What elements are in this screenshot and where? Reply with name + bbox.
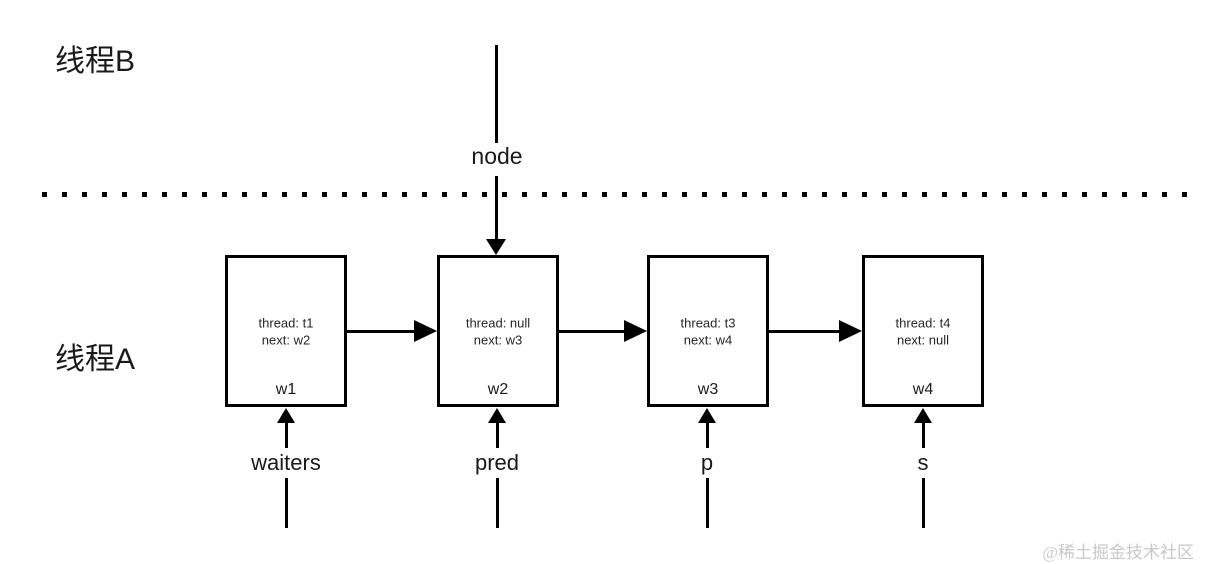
thread-a-label: 线程A: [55, 343, 136, 376]
right-arrowhead-icon: [414, 320, 437, 342]
node-fields: thread: t1 next: w2: [228, 315, 344, 349]
pointer-waiters: waiters: [226, 408, 346, 528]
pointer-p: p: [647, 408, 767, 528]
pointer-line: [284, 423, 288, 448]
node-box-w3: thread: t3 next: w4 w3: [647, 255, 769, 407]
thread-b-label: 线程B: [55, 45, 136, 78]
pointer-pred: pred: [437, 408, 557, 528]
node-name: w1: [275, 381, 297, 398]
up-arrowhead-icon: [914, 408, 932, 423]
thread-field: thread: t4: [895, 315, 951, 331]
node-box-w2: thread: null next: w3 w2: [437, 255, 559, 407]
right-arrowhead-icon: [839, 320, 862, 342]
pointer-line: [495, 478, 499, 528]
link-arrow-line-w2-w3: [559, 330, 625, 333]
down-arrowhead-icon: [486, 239, 506, 255]
pointer-s: s: [863, 408, 983, 528]
node-box-w1: thread: t1 next: w2 w1: [225, 255, 347, 407]
pointer-label: s: [917, 450, 929, 475]
right-arrowhead-icon: [624, 320, 647, 342]
link-arrow-line-w1-w2: [347, 330, 415, 333]
up-arrowhead-icon: [277, 408, 295, 423]
next-field: next: w2: [261, 332, 311, 348]
pointer-label: p: [700, 450, 714, 475]
up-arrowhead-icon: [488, 408, 506, 423]
next-field: next: w4: [683, 332, 733, 348]
up-arrowhead-icon: [698, 408, 716, 423]
thread-field: thread: t1: [258, 315, 314, 331]
node-box-w4: thread: t4 next: null w4: [862, 255, 984, 407]
node-fields: thread: t3 next: w4: [650, 315, 766, 349]
next-field: next: null: [896, 332, 950, 348]
pointer-label: waiters: [251, 450, 321, 475]
node-arrow-line-upper: [495, 45, 498, 143]
watermark-text: @稀土掘金技术社区: [1042, 543, 1194, 562]
pointer-line: [705, 478, 709, 528]
pointer-line: [921, 423, 925, 448]
node-name: w4: [912, 381, 934, 398]
pointer-label: pred: [474, 450, 520, 475]
pointer-line: [921, 478, 925, 528]
node-fields: thread: t4 next: null: [865, 315, 981, 349]
node-name: w3: [697, 381, 719, 398]
pointer-line: [284, 478, 288, 528]
pointer-line: [495, 423, 499, 448]
pointer-line: [705, 423, 709, 448]
node-fields: thread: null next: w3: [440, 315, 556, 349]
thread-field: thread: t3: [680, 315, 736, 331]
node-pointer-label: node: [471, 143, 523, 169]
thread-field: thread: null: [465, 315, 531, 331]
next-field: next: w3: [473, 332, 523, 348]
thread-divider-dotted-line: [42, 192, 1192, 197]
link-arrow-line-w3-w4: [769, 330, 840, 333]
node-arrow-line-lower: [495, 176, 498, 240]
node-name: w2: [487, 381, 509, 398]
